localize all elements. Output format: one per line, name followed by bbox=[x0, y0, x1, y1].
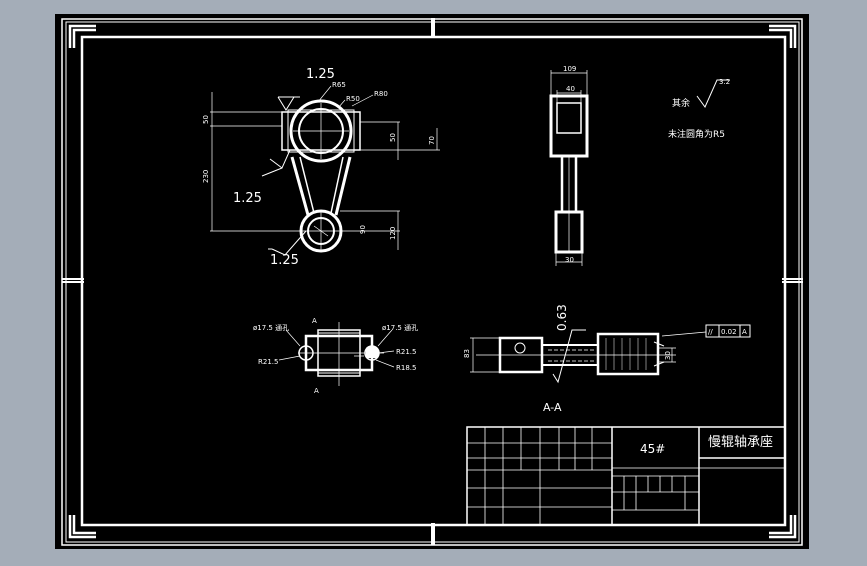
drawing-border bbox=[61, 18, 803, 546]
tolerance-symbol: // bbox=[708, 328, 713, 336]
hole-note-right: ø17.5 通孔 bbox=[382, 323, 418, 332]
fillet-note: 未注圆角为R5 bbox=[668, 128, 725, 140]
section-mark-top: A bbox=[312, 317, 317, 325]
dim-90: 90 bbox=[359, 225, 367, 234]
radius-r21-right: R21.5 bbox=[396, 348, 416, 356]
radius-r65: R65 bbox=[332, 81, 346, 89]
tolerance-value: 0.02 bbox=[721, 328, 737, 336]
rest-label: 其余 bbox=[672, 97, 690, 109]
hole-note-left: ø17.5 通孔 bbox=[253, 323, 289, 332]
dim-70: 70 bbox=[428, 136, 436, 145]
side-view: 109 40 30 bbox=[549, 65, 589, 266]
section-mark-bottom: A bbox=[314, 387, 319, 395]
drawing-sheet bbox=[55, 14, 809, 549]
dim-40: 40 bbox=[566, 85, 575, 93]
technical-notes: 3.2 其余 未注圆角为R5 bbox=[668, 78, 730, 140]
radius-r21-left: R21.5 bbox=[258, 358, 278, 366]
front-view: 1.25 R65 R50 R80 1.25 1.25 50 230 50 70 … bbox=[202, 67, 440, 268]
roughness-value: 3.2 bbox=[719, 78, 730, 86]
datum-letter: A bbox=[742, 328, 747, 336]
dim-30-side: 30 bbox=[565, 256, 574, 264]
material-label: 45# bbox=[640, 442, 665, 456]
dim-50-right: 50 bbox=[389, 133, 397, 142]
section-roughness: 0.63 bbox=[555, 304, 569, 331]
section-label: A-A bbox=[543, 401, 562, 414]
roughness-middle: 1.25 bbox=[233, 191, 262, 206]
part-name: 慢辊轴承座 bbox=[708, 434, 773, 450]
dim-230: 230 bbox=[202, 170, 210, 183]
dim-30-section: 30 bbox=[664, 351, 672, 360]
radius-r80: R80 bbox=[374, 90, 388, 98]
section-view: 0.63 83 30 // 0.02 A A-A bbox=[463, 304, 751, 414]
roughness-top: 1.25 bbox=[306, 67, 335, 82]
top-view: ø17.5 通孔 ø17.5 通孔 R21.5 R21.5 R18.5 A A bbox=[253, 317, 418, 395]
radius-r50: R50 bbox=[346, 95, 360, 103]
dim-120: 120 bbox=[389, 227, 397, 240]
roughness-bottom: 1.25 bbox=[270, 253, 299, 268]
title-block: 45# 慢辊轴承座 bbox=[466, 426, 786, 526]
radius-r18: R18.5 bbox=[396, 364, 416, 372]
dim-83: 83 bbox=[463, 349, 471, 358]
dim-50-left: 50 bbox=[202, 115, 210, 124]
dim-109: 109 bbox=[563, 65, 576, 73]
